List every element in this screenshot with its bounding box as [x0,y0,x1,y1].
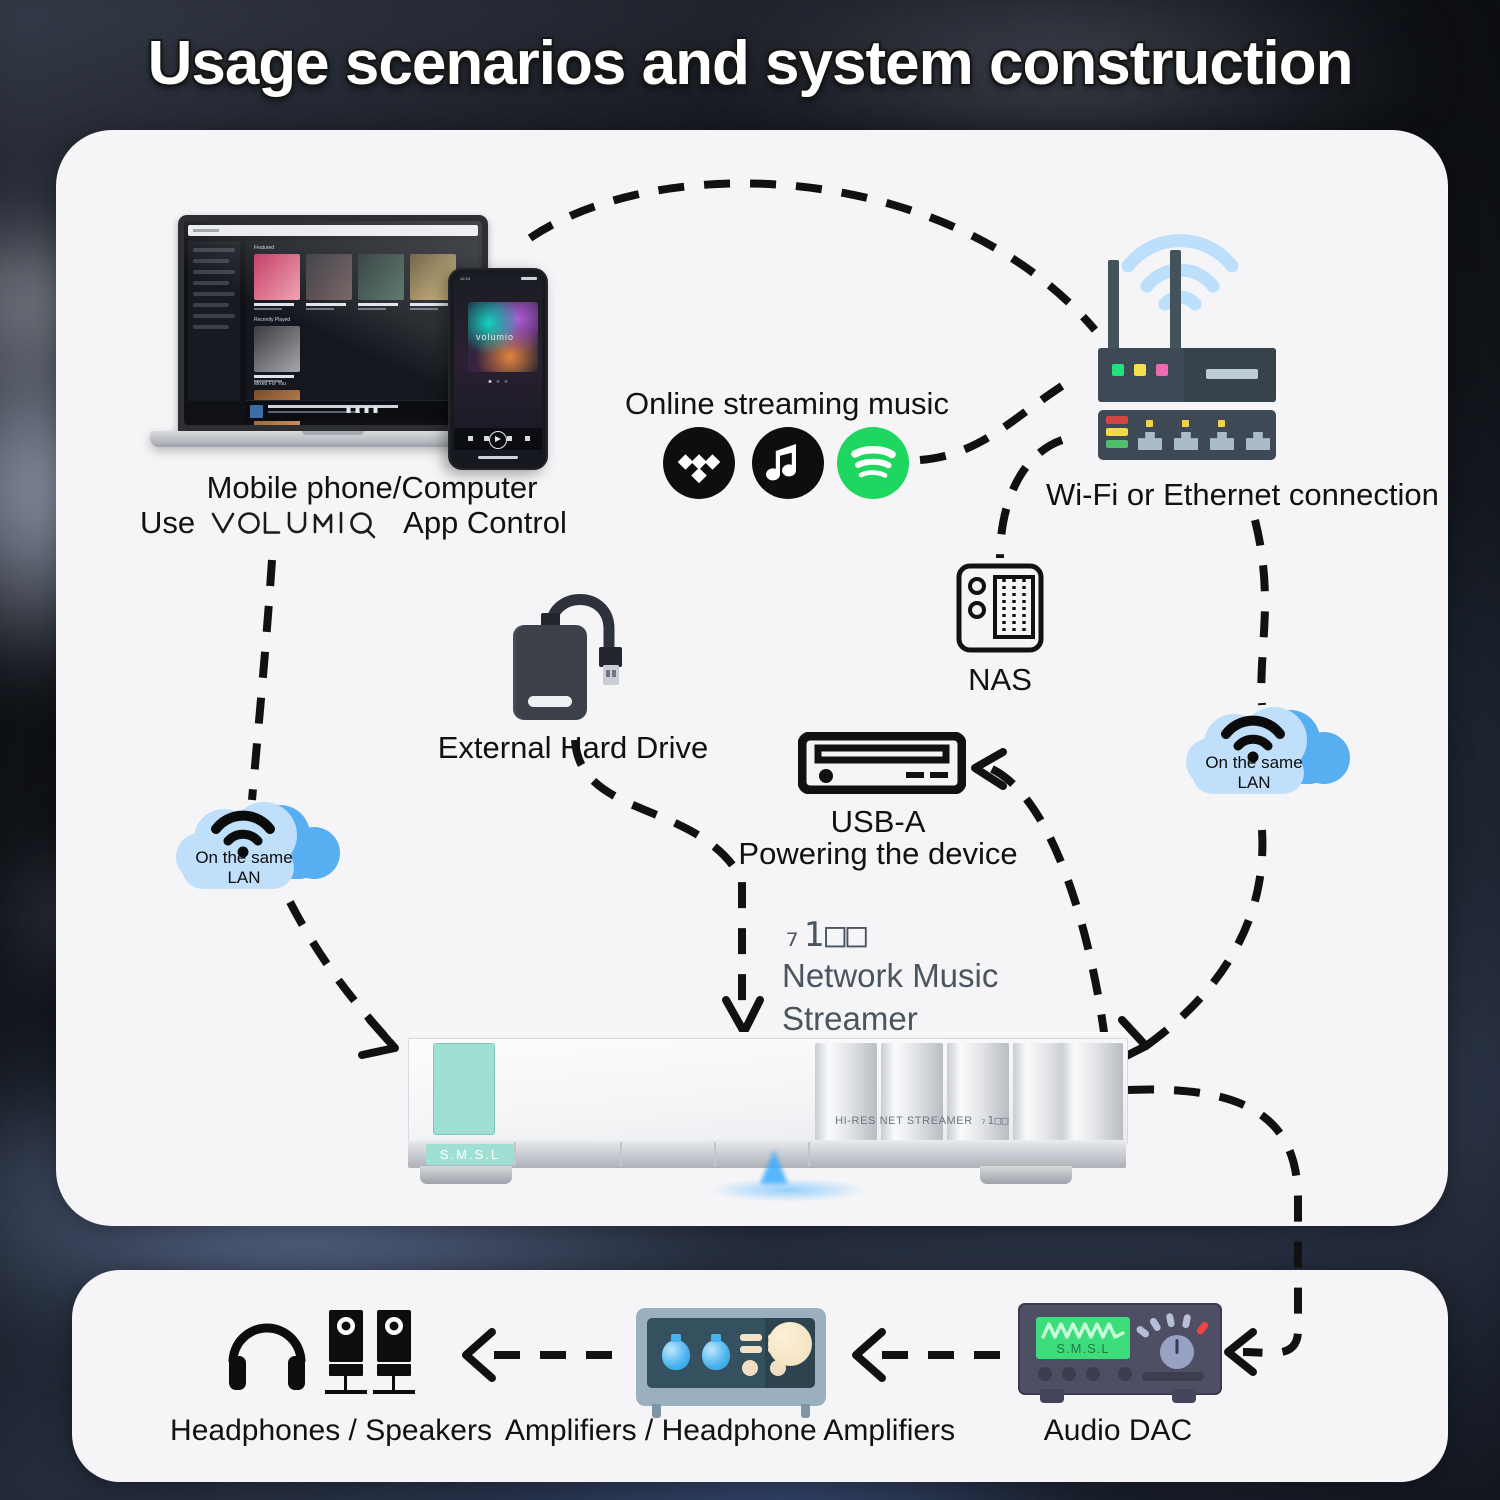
lan-cloud-right: On the same LAN [1182,700,1357,815]
spotify-icon [837,427,909,499]
n100-streamer-device: HI-RES NET STREAMER ₇1□□ S.M.S.L [408,1032,1128,1202]
streamer-caption-line1: Network Music [782,957,999,994]
amplifier-label: Amplifiers / Headphone Amplifiers [504,1414,956,1447]
page-title: Usage scenarios and system construction [147,29,1354,98]
wifi-icon [1221,715,1285,763]
smartphone-illustration: 12:24 volumio [448,268,548,470]
usb-a-icon [797,731,967,799]
hdd-label: External Hard Drive [437,730,709,765]
smsl-brand-badge: S.M.S.L [426,1144,514,1165]
laptop-illustration: Featured Recently Played Mixed For You [150,215,515,455]
streamer-caption: ₇1□□ Network Music Streamer [782,918,1052,1038]
app-control-words: App Control [403,505,567,540]
streamer-logo-text: ₇1□□ [782,915,868,955]
wifi-arcs-icon [1121,234,1239,311]
device-front-logo: ₇1□□ [980,1114,1009,1127]
usb-label-line1: USB-A [830,804,926,839]
use-word: Use [140,505,196,540]
dac-label: Audio DAC [1043,1414,1193,1447]
tidal-icon [663,427,735,499]
external-hard-drive-illustration [505,575,645,725]
apple-music-icon [752,427,824,499]
waveform-icon [1041,1322,1125,1339]
nas-label: NAS [968,662,1032,697]
audio-dac-illustration: S.M.S.L [1018,1303,1222,1411]
router-illustration [1088,222,1278,462]
amplifier-illustration [636,1308,826,1418]
wifi-icon [211,810,275,858]
volumio-logo [211,511,376,539]
lan-cloud-left: On the same LAN [172,795,347,910]
lan-cloud-left-label: On the same LAN [195,848,293,887]
source-label-line1: Mobile phone/Computer [206,470,538,505]
device-front-text: HI-RES NET STREAMER [835,1115,973,1127]
volumio-app-control-label: Use App Control [140,505,567,541]
nas-illustration [955,562,1045,654]
headphones-speakers-illustration [225,1300,425,1400]
usb-label-line2: Powering the device [738,836,1018,871]
streamer-caption-line2: Streamer [782,999,918,1037]
headphones-label: Headphones / Speakers [170,1414,492,1447]
dac-screen-brand: S.M.S.L [1056,1341,1110,1356]
lan-cloud-right-label: On the same LAN [1205,753,1303,792]
router-label: Wi-Fi or Ethernet connection [1046,477,1439,512]
streaming-label: Online streaming music [625,386,949,421]
